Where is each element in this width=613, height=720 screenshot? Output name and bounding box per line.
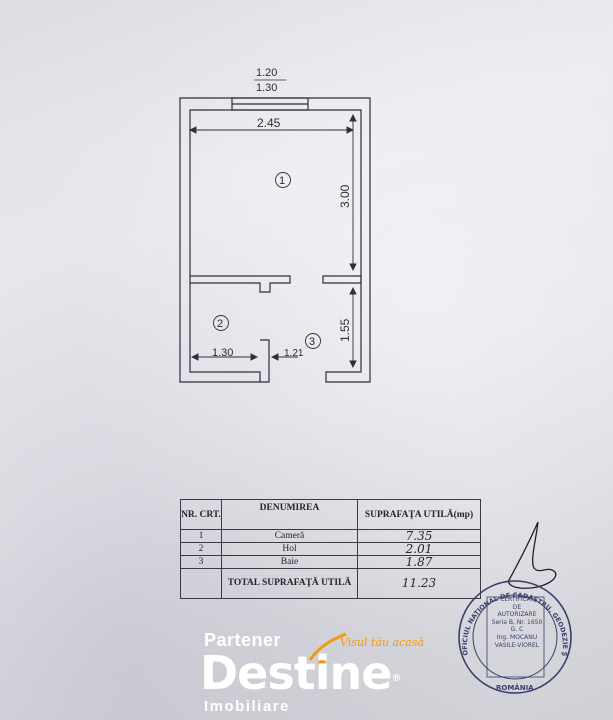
arrow-left-icon [270, 353, 279, 361]
logo: Partener Visul tău acasă Destine® Imobil… [200, 628, 440, 720]
stamp-line5: G. C [510, 626, 524, 634]
stamp-line3: AUTORIZARE [497, 611, 537, 619]
stamp-line6: Ing. MOCANU [496, 633, 538, 641]
room3-circle [305, 333, 321, 349]
row-nr: 3 [180, 554, 222, 569]
logo-dot-icon [318, 660, 326, 668]
arrow-up-icon [349, 113, 357, 122]
dim-height-room1: 3.00 [338, 184, 352, 208]
header-denumirea: DENUMIREA [221, 498, 358, 531]
window-dim-top: 1.20 [256, 67, 277, 79]
table-row: 3 Baie 1.87 [180, 554, 481, 569]
stamp-line4: Seria B, Nr. 1650 [491, 618, 543, 626]
room-label-3: 3 [309, 336, 315, 348]
logo-partener: Partener [204, 630, 282, 650]
partition-wall-left [190, 275, 291, 293]
table-total-row: TOTAL SUPRAFAŢĂ UTILĂ 11.23 [180, 567, 481, 600]
room-label-2: 2 [217, 318, 223, 330]
stamp-inner-ring [472, 594, 558, 680]
arrow-down-icon [349, 360, 357, 369]
arrow-down-icon [349, 263, 357, 272]
partition-wall-bath [260, 339, 270, 383]
header-nr: NR. CRT. [180, 498, 222, 531]
arrow-up-icon [349, 286, 357, 295]
row-area: 7.35 [357, 529, 481, 544]
total-blank [180, 567, 222, 600]
arrow-right-icon [250, 353, 259, 361]
window-dim-bottom: 1.30 [256, 82, 277, 94]
row-name: Hol [221, 542, 358, 556]
arrow-left-icon [188, 126, 197, 134]
row-nr: 1 [180, 529, 222, 544]
stamp-text-block: CERTIFICAT DE AUTORIZARE Seria B, Nr. 16… [489, 596, 545, 674]
stamp-line7: VASILE-VIOREL [494, 641, 540, 649]
dim-width-hol: 1.30 [212, 347, 233, 359]
row-name: Baie [221, 554, 358, 569]
total-value: 11.23 [357, 567, 481, 600]
table-row: 1 Cameră 7.35 [180, 529, 481, 544]
logo-slogan: Visul tău acasă [340, 636, 425, 649]
header-suprafata: SUPRAFAŢA UTILĂ(mp) [357, 498, 481, 531]
row-nr: 2 [180, 542, 222, 556]
arrow-right-icon [346, 126, 355, 134]
row-area: 2.01 [357, 542, 481, 556]
logo-brand: Destine® [200, 646, 401, 700]
stamp-line2: DE [512, 603, 522, 611]
stamp-outer-ring [458, 580, 572, 694]
logo-swoosh-icon [308, 632, 347, 661]
signature-icon [507, 521, 557, 589]
arrow-left-icon [190, 353, 199, 361]
row-area: 1.87 [357, 554, 481, 569]
stamp-country: ROMÂNIA [496, 683, 534, 692]
row-name: Cameră [221, 529, 358, 544]
logo-subtitle: Imobiliare [204, 698, 290, 715]
partition-wall-right [322, 275, 362, 284]
dim-width-room1: 2.45 [257, 116, 281, 130]
stamp-line1: CERTIFICAT [500, 596, 534, 603]
dim-height-bath: 1.55 [338, 318, 352, 342]
logo-brand-text: Destine [200, 646, 392, 700]
area-table: NR. CRT. DENUMIREA SUPRAFAŢA UTILĂ(mp) 1… [180, 498, 481, 600]
dim-width-bath: 1.21 [284, 348, 304, 359]
room2-circle [213, 315, 229, 331]
room1-circle [275, 172, 291, 188]
stamp-rect [486, 596, 545, 678]
table-row: 2 Hol 2.01 [180, 542, 481, 556]
logo-registered: ® [391, 673, 401, 684]
total-label: TOTAL SUPRAFAŢĂ UTILĂ [221, 567, 358, 600]
room-label-1: 1 [279, 175, 285, 187]
